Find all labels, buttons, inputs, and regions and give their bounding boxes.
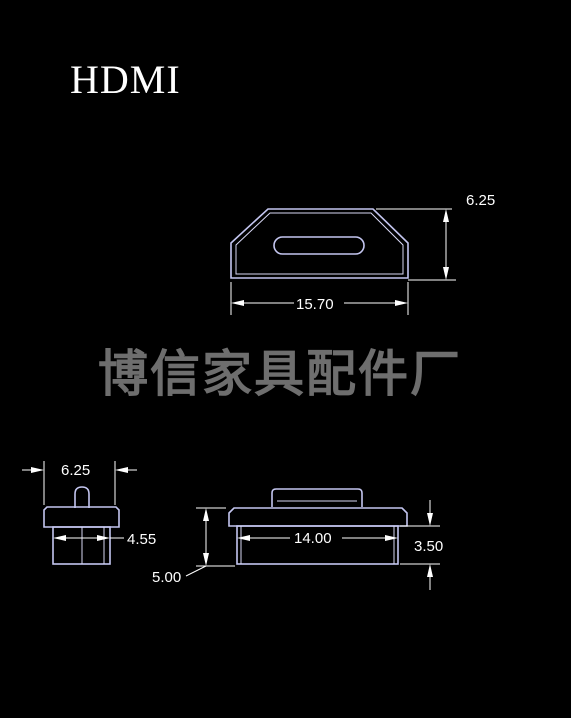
top-view-inner-outline <box>235 212 404 275</box>
front-view: 14.00 5.00 3.50 <box>152 488 443 590</box>
dim-top-width: 15.70 <box>296 296 334 313</box>
front-view-flange <box>228 507 408 527</box>
watermark-text: 博信家具配件厂 <box>98 345 462 403</box>
dim-side-width: 6.25 <box>61 462 90 479</box>
arrowhead <box>115 467 128 473</box>
arrowhead <box>231 300 244 306</box>
arrowhead <box>395 300 408 306</box>
arrowhead <box>237 535 250 541</box>
dim-side-inner: 4.55 <box>127 531 156 548</box>
front-view-knob <box>271 488 363 507</box>
arrowhead <box>203 508 209 521</box>
side-view-pin <box>74 486 90 508</box>
arrowhead <box>427 564 433 577</box>
arrowhead <box>203 553 209 566</box>
arrowhead <box>31 467 44 473</box>
front-view-body <box>236 525 399 565</box>
dim-front-inner-width: 14.00 <box>294 530 332 547</box>
arrowhead <box>53 535 66 541</box>
arrowhead <box>385 535 398 541</box>
arrowhead <box>97 535 110 541</box>
arrowhead <box>427 513 433 526</box>
side-view: 6.25 4.55 <box>22 461 156 565</box>
top-view-outline <box>230 208 409 279</box>
top-view-slot <box>273 236 365 255</box>
dim-top-height: 6.25 <box>466 192 495 209</box>
top-view: 6.25 15.70 <box>230 192 495 315</box>
arrowhead <box>443 209 449 222</box>
leader-line <box>185 565 207 577</box>
side-view-cap <box>43 506 120 528</box>
dim-overall-height: 5.00 <box>152 569 181 586</box>
dim-front-height: 3.50 <box>414 538 443 555</box>
drawing-title: HDMI <box>70 57 181 102</box>
arrowhead <box>443 267 449 280</box>
